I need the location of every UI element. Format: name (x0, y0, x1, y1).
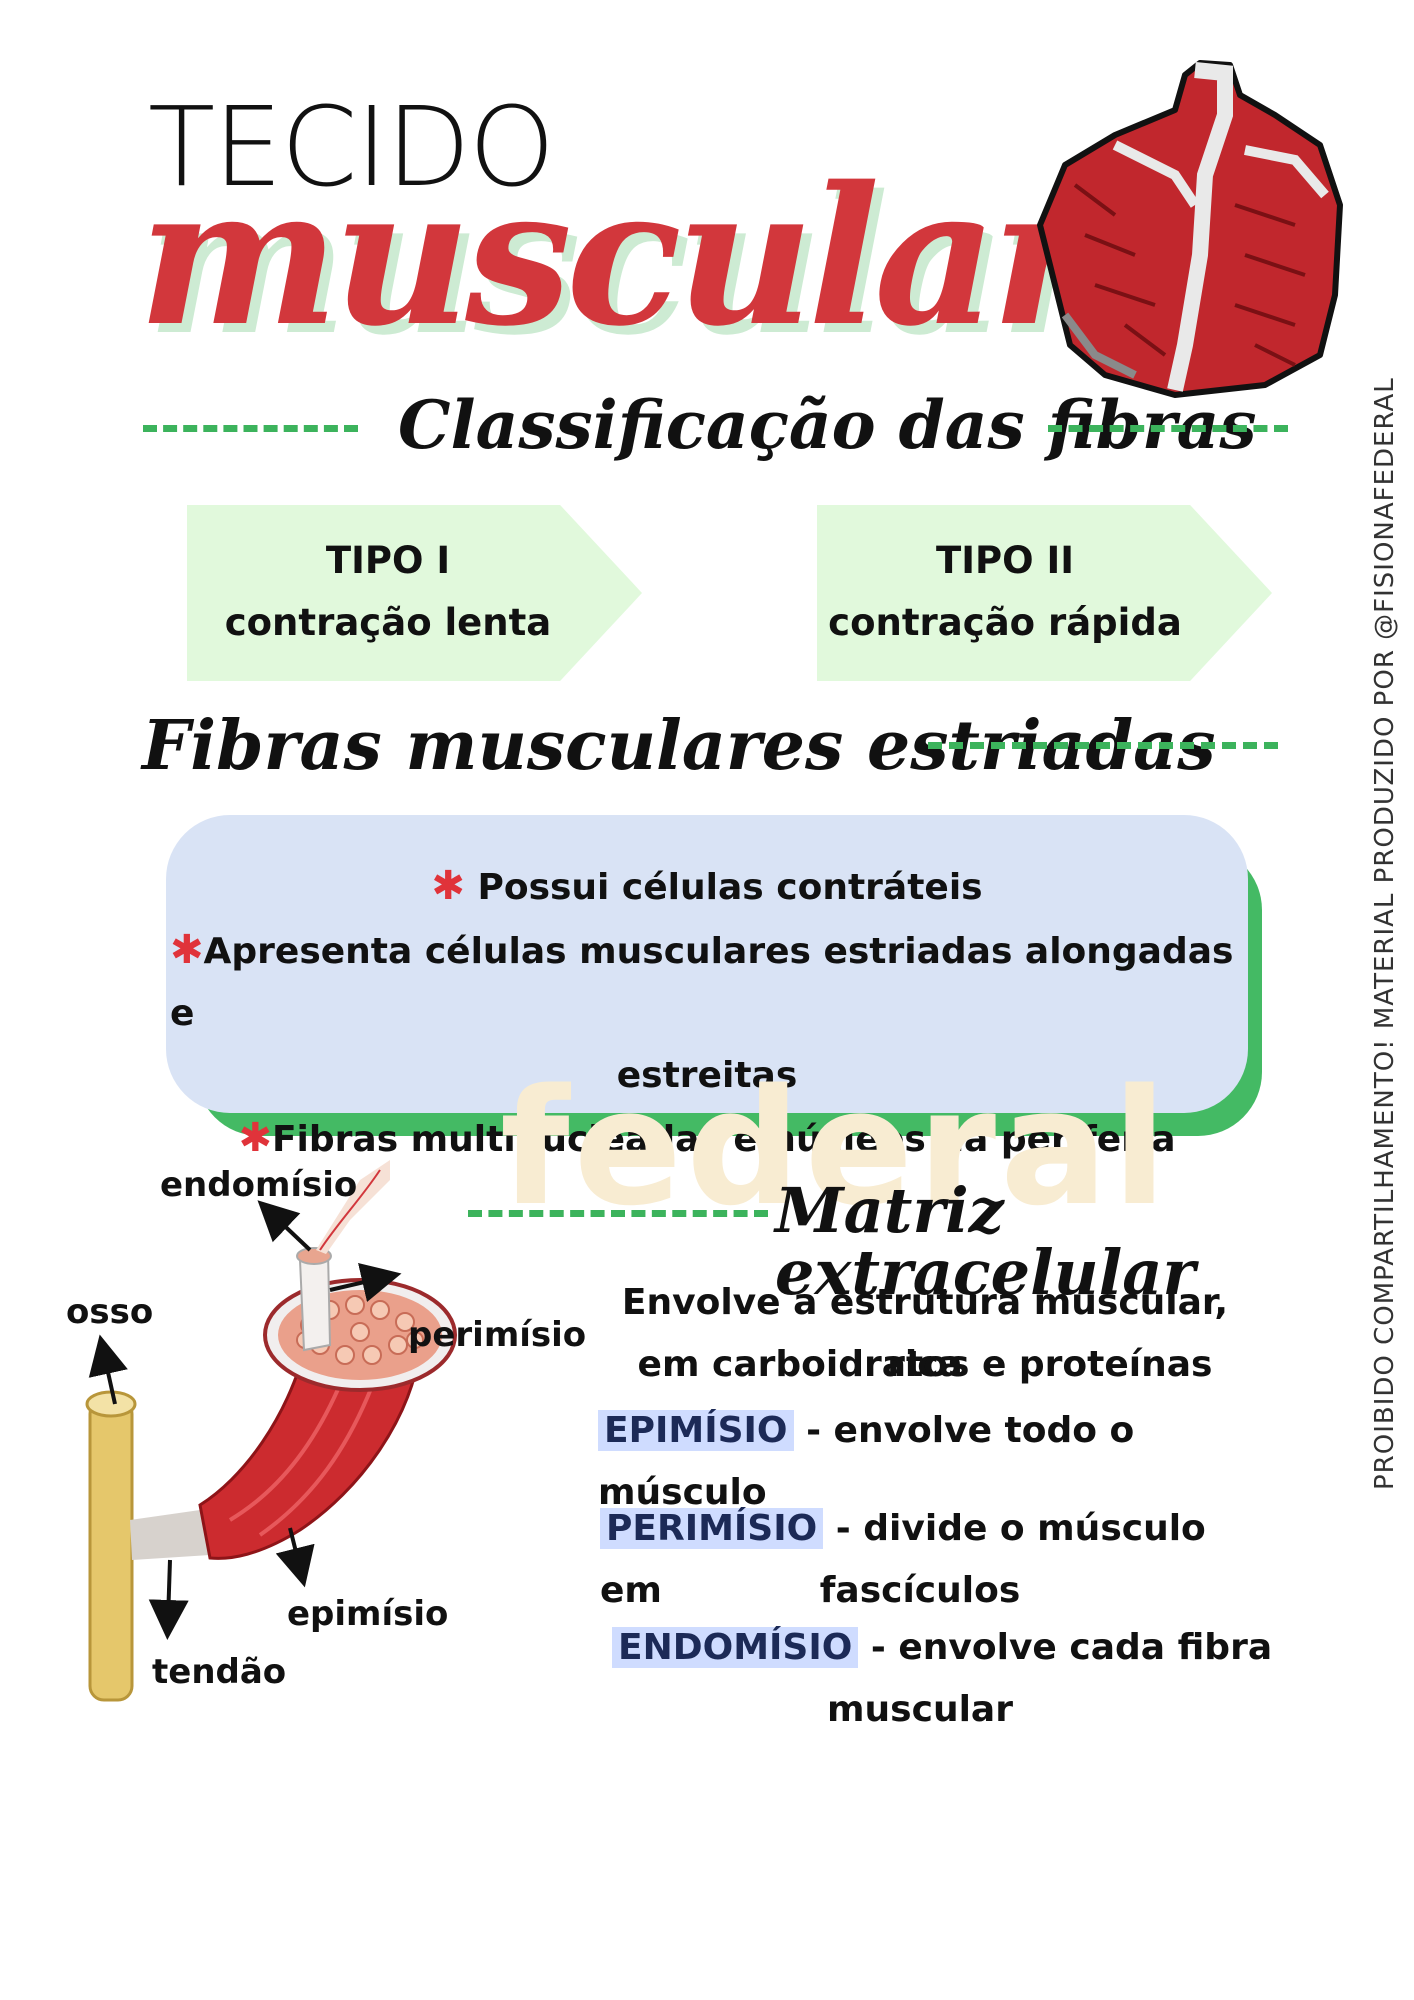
info-line-3: estreitas (616, 1055, 798, 1096)
info-text-2: Apresenta células musculares estriadas a… (170, 931, 1234, 1034)
title-muscular: muscular (138, 145, 1091, 368)
type1-card (187, 505, 642, 681)
type1-text: TIPO I contração lenta (208, 530, 568, 654)
heading-dash-left (143, 425, 358, 432)
type2-text: TIPO II contração rápida (820, 530, 1190, 654)
heading-dash-right (1048, 425, 1288, 432)
perimisio-term: PERIMÍSIO (600, 1508, 824, 1549)
endomisio-line: ENDOMÍSIO - envolve cada fibra (612, 1617, 1292, 1679)
info-text-1: Possui células contráteis (477, 867, 983, 908)
endomisio-desc-1: - envolve cada fibra (870, 1627, 1273, 1668)
perimisio-desc-2: fascículos (819, 1570, 1021, 1611)
epimisio-term: EPIMÍSIO (598, 1410, 794, 1451)
info-text-4: Fibras multinucleadas e núcleos na perif… (271, 1119, 1176, 1160)
asterisk-icon: ✱ (170, 927, 204, 973)
info-line-4: ✱Fibras multinucleadas e núcleos na peri… (166, 1107, 1248, 1171)
info-line-2: ✱Apresenta células musculares estriadas … (166, 919, 1248, 1045)
label-perimisio: perimísio (408, 1315, 587, 1355)
matrix-heading: Matriz extracelular (775, 1174, 1196, 1309)
type2-title: TIPO II (936, 539, 1074, 582)
type1-title: TIPO I (325, 539, 451, 582)
epimisio-desc: - envolve todo o músculo (598, 1410, 1135, 1513)
title-tecido: TECIDO (148, 83, 555, 211)
perimisio-desc-1: - divide o músculo em (600, 1508, 1206, 1611)
asterisk-icon: ✱ (238, 1115, 272, 1161)
muscle-torso-illustration (1037, 60, 1343, 398)
matrix-intro-2: em carboidratos e proteínas (637, 1344, 1213, 1385)
endomisio-desc-2: muscular (827, 1689, 1013, 1730)
matrix-dash (468, 1210, 768, 1217)
type1-desc: contração lenta (224, 601, 552, 644)
info-box: ✱ Possui células contráteis ✱Apresenta c… (166, 815, 1248, 1161)
side-note: PROIBIDO COMPARTILHAMENTO! MATERIAL PROD… (1370, 377, 1400, 1490)
striated-dash (928, 742, 1278, 749)
info-line-1: ✱ Possui células contráteis (166, 855, 1248, 919)
epimisio-line: EPIMÍSIO - envolve todo o músculo (598, 1400, 1278, 1524)
muscle-structure-diagram (85, 1160, 457, 1702)
label-epimisio: epimísio (287, 1594, 449, 1634)
asterisk-icon: ✱ (431, 863, 465, 909)
type2-desc: contração rápida (828, 601, 1182, 644)
matrix-intro-1: Envolve a estrutura muscular, rica (621, 1282, 1229, 1385)
perimisio-line: PERIMÍSIO - divide o músculo em (600, 1498, 1280, 1622)
type2-card (817, 505, 1272, 681)
watermark-text: federal (500, 1054, 1171, 1241)
label-tendao: tendão (152, 1652, 287, 1692)
endomisio-term: ENDOMÍSIO (612, 1627, 859, 1668)
label-endomisio: endomísio (160, 1165, 358, 1205)
label-osso: osso (66, 1292, 154, 1332)
